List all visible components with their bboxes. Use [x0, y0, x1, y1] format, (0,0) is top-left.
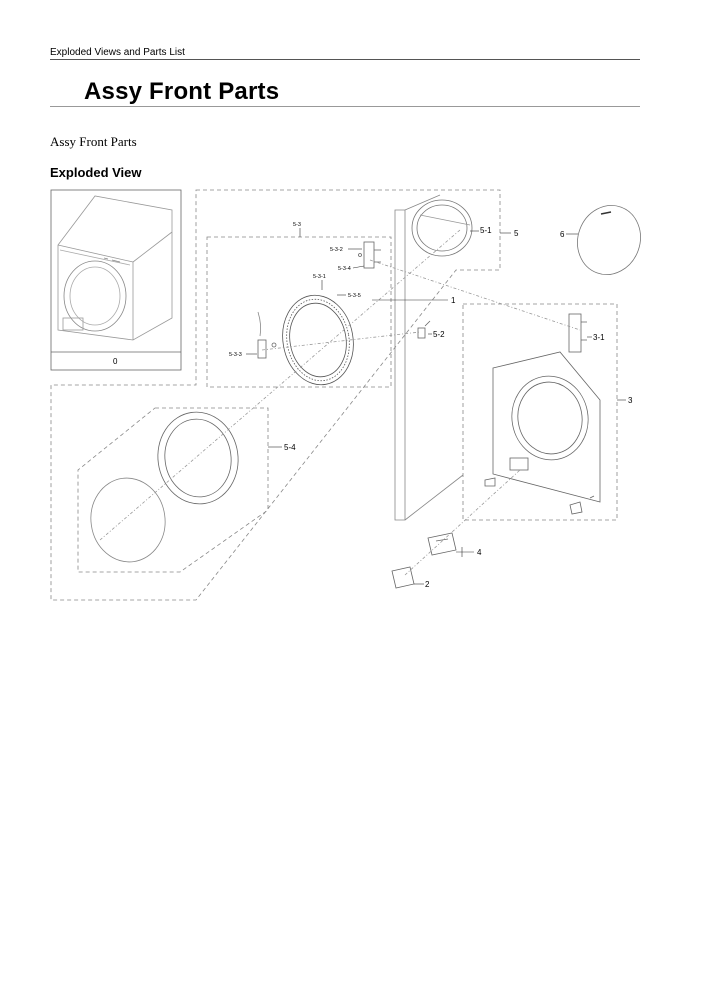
door-frame-ring	[282, 294, 354, 386]
callout-5-4: 5-4	[284, 443, 296, 452]
callout-5-3-4: 5-3-4	[338, 266, 351, 272]
callout-5: 5	[514, 229, 519, 238]
callout-5-3-2: 5-3-2	[330, 247, 343, 253]
front-panel-part	[484, 351, 601, 515]
page-title: Assy Front Parts	[84, 78, 280, 105]
section-heading: Exploded View	[50, 165, 142, 180]
callout-1: 1	[451, 296, 456, 305]
callout-5-3: 5-3	[293, 222, 301, 228]
door-lock-part	[417, 320, 431, 339]
door-glass-region	[77, 407, 269, 573]
callout-5-2: 5-2	[433, 330, 445, 339]
callout-5-3-5: 5-3-5	[348, 293, 361, 299]
explode-axis-lines	[99, 229, 581, 576]
leader-lines	[246, 228, 626, 585]
door-frame-subassembly-box	[206, 236, 392, 388]
callout-5-3-1: 5-3-1	[313, 274, 326, 280]
callout-4: 4	[477, 548, 482, 557]
front-cover-panel	[394, 194, 464, 521]
cover-plate-part	[391, 566, 415, 589]
page-subtitle: Assy Front Parts	[50, 134, 137, 149]
door-hinge-part	[358, 241, 381, 269]
door-decal-disc	[577, 205, 641, 275]
switch-module-part	[427, 532, 457, 556]
title-rule	[50, 106, 640, 107]
callout-5-1: 5-1	[480, 226, 492, 235]
door-ring-part	[411, 199, 473, 257]
callout-2: 2	[425, 580, 430, 589]
callout-3-1: 3-1	[593, 333, 605, 342]
front-panel-bracket	[568, 313, 587, 353]
callout-6: 6	[560, 230, 565, 239]
callout-5-3-3: 5-3-3	[229, 352, 242, 358]
header-rule	[50, 59, 640, 60]
callout-3: 3	[628, 396, 633, 405]
door-handle-part	[257, 311, 277, 359]
callout-0: 0	[113, 357, 118, 366]
door-assembly-region	[50, 189, 501, 601]
complete-unit-box	[50, 189, 182, 371]
door-glass-part	[90, 411, 239, 563]
running-header: Exploded Views and Parts List	[50, 47, 185, 58]
front-panel-region	[462, 303, 618, 521]
